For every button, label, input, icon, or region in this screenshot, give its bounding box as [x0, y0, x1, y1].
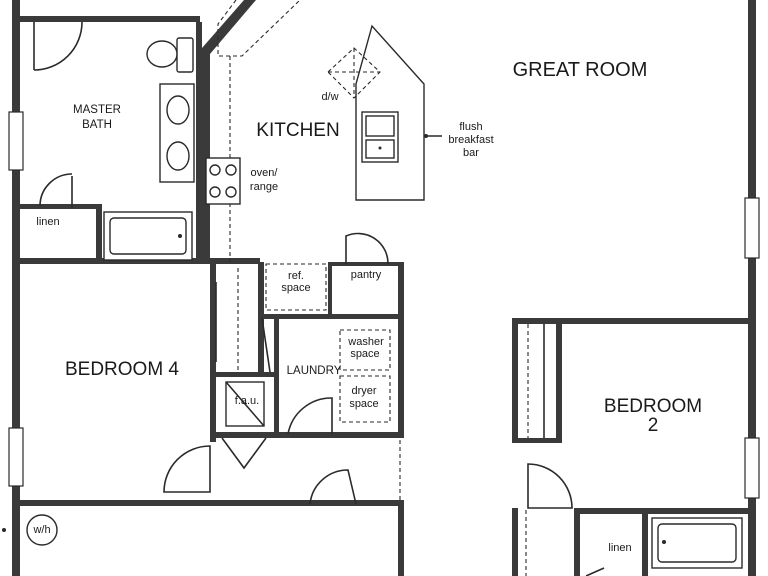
- bath-2-fixtures: [585, 517, 743, 576]
- bedroom-2-closet-east-wall: [556, 318, 562, 438]
- interior-walls: [20, 0, 756, 576]
- bedroom-2-label-line2: 2: [648, 415, 659, 436]
- kitchen-angled-wall: [202, 0, 256, 262]
- east-exterior-wall: [748, 0, 756, 576]
- windows: [8, 111, 760, 499]
- flush-breakfast-bar-label-1: flush: [459, 121, 482, 133]
- closet-hinge: [261, 317, 271, 373]
- sink-icon: [166, 95, 190, 125]
- master-bath-label-line1: MASTER: [73, 104, 121, 116]
- bath-2-door: [585, 567, 605, 576]
- pantry-west-wall: [328, 262, 332, 314]
- washer-space-label-1: washer: [347, 336, 384, 348]
- kitchen-fixtures: [205, 24, 442, 205]
- oven-range-label-1: oven/: [251, 167, 279, 179]
- bath-2-linen-label: linen: [608, 542, 631, 554]
- hall-west-wall: [512, 508, 518, 576]
- master-linen-label: linen: [36, 216, 59, 228]
- fau-door: [221, 437, 267, 470]
- dishwasher-icon: [327, 47, 381, 99]
- room-labels: GREAT ROOM KITCHEN MASTER BATH BEDROOM 4…: [65, 59, 702, 436]
- flush-breakfast-bar-label-3: bar: [463, 147, 479, 159]
- master-bath-label-line2: BATH: [82, 119, 112, 131]
- double-sink-icon: [361, 111, 399, 163]
- washer-space: [339, 329, 391, 371]
- bedroom-2-door: [527, 463, 573, 509]
- bedroom-4-door: [163, 445, 211, 493]
- fau-label: f.a.u.: [235, 395, 259, 407]
- bedroom-4-label: BEDROOM 4: [65, 359, 179, 380]
- bathtub-icon: [103, 211, 193, 261]
- exterior-walls: [12, 0, 756, 576]
- laundry-label: LAUNDRY: [287, 365, 342, 377]
- fau-north-wall: [216, 372, 278, 377]
- bedroom-2-window: [744, 437, 760, 499]
- oven-range-label-2: range: [250, 181, 278, 193]
- master-linen-north-wall: [20, 204, 100, 209]
- linen-east-wall: [642, 514, 648, 576]
- annotation-labels: d/w flush breakfast bar oven/ range line…: [32, 91, 631, 554]
- hall-north-wall: [216, 432, 404, 438]
- master-linen-east-wall: [96, 204, 102, 262]
- bath-2-west-wall: [574, 508, 580, 576]
- laundry-north-wall: [258, 314, 404, 319]
- bedroom-4-south-wall: [20, 500, 404, 506]
- flush-breakfast-bar-label-2: breakfast: [448, 134, 493, 146]
- bedroom-2-south-wall: [574, 508, 756, 514]
- bedroom-2-north-wall: [512, 318, 756, 324]
- master-bath-north-wall: [20, 16, 200, 22]
- laundry-east-wall: [398, 262, 404, 438]
- bedroom-4-closet: [215, 268, 271, 373]
- dryer-space: [339, 375, 391, 423]
- hall-closet-door: [309, 469, 357, 505]
- bedroom-4-north-wall: [20, 258, 260, 264]
- west-exterior-wall: [12, 0, 20, 576]
- refrigerator-space: [265, 263, 327, 311]
- master-linen-door-swing: [39, 173, 73, 207]
- master-bath-fixtures: [103, 37, 195, 261]
- appliance-spaces: [225, 263, 391, 427]
- bedroom-2-closet: [527, 324, 545, 438]
- sink-icon: [166, 141, 190, 171]
- kitchen-label: KITCHEN: [256, 120, 339, 141]
- range-icon: [205, 157, 241, 205]
- dishwasher-label: d/w: [321, 91, 338, 103]
- dryer-space-label-1: dryer: [351, 385, 376, 397]
- bedroom-4-window: [8, 427, 24, 487]
- furnace-unit-icon: [225, 381, 265, 427]
- bedroom-2-closet-west-wall: [512, 318, 518, 438]
- washer-space-label-2: space: [350, 348, 379, 360]
- great-room-label: GREAT ROOM: [513, 59, 648, 81]
- master-bath-east-wall: [196, 22, 202, 262]
- bedroom-2-label-line1: BEDROOM: [604, 396, 702, 417]
- laundry-door: [287, 397, 333, 435]
- ref-space-label-2: space: [281, 282, 310, 294]
- toilet-icon: [146, 37, 194, 73]
- pantry-door: [345, 232, 389, 265]
- dryer-space-label-2: space: [349, 398, 378, 410]
- doors: [33, 21, 573, 576]
- counter-edge: [217, 0, 301, 57]
- kitchen-counter: [217, 0, 301, 262]
- water-heater-label: w/h: [32, 524, 50, 536]
- pantry-north-wall: [328, 262, 404, 266]
- water-heater-icon: [2, 514, 58, 546]
- ref-space-label-1: ref.: [288, 270, 304, 282]
- pantry-label: pantry: [351, 269, 382, 281]
- bedroom-4-east-wall: [210, 262, 216, 442]
- bathtub-icon: [651, 517, 743, 569]
- great-room-window: [744, 197, 760, 259]
- hall-east-wall: [398, 506, 404, 576]
- master-bath-window: [8, 111, 24, 171]
- bedroom-2-closet-south-wall: [512, 438, 562, 443]
- master-bath-door-swing: [33, 21, 83, 71]
